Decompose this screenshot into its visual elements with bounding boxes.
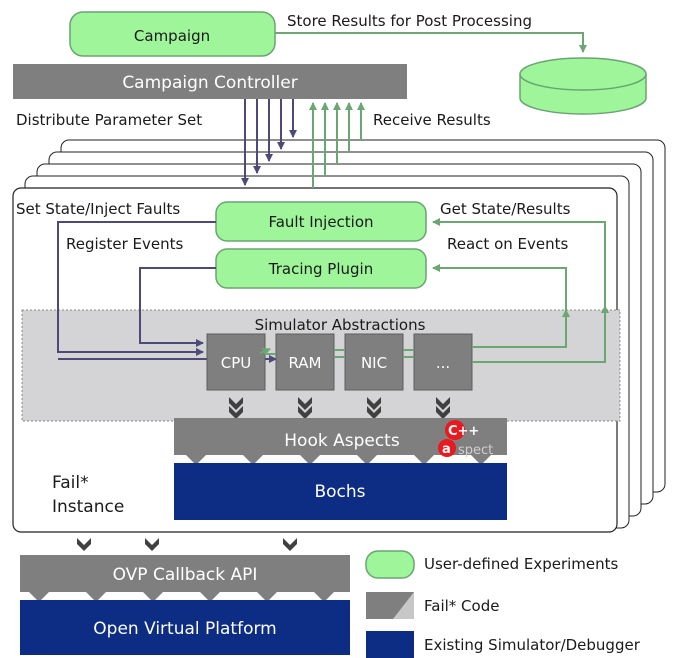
ovp-callback-api: OVP Callback API bbox=[20, 555, 350, 602]
component-hook-chevrons bbox=[229, 397, 450, 419]
results-database-icon bbox=[519, 57, 647, 115]
bochs-label: Bochs bbox=[314, 482, 365, 502]
hook-aspects: Hook Aspects bbox=[174, 418, 507, 465]
ovp-callback-api-label: OVP Callback API bbox=[113, 565, 258, 585]
campaign-controller-label: Campaign Controller bbox=[122, 73, 297, 93]
receive-arrows bbox=[309, 102, 365, 188]
open-virtual-platform: Open Virtual Platform bbox=[20, 600, 350, 655]
legend-existing-sim-label: Existing Simulator/Debugger bbox=[424, 636, 641, 654]
more-label: ... bbox=[436, 354, 450, 372]
legend-existing-sim: Existing Simulator/Debugger bbox=[366, 631, 641, 658]
legend-user-defined-label: User-defined Experiments bbox=[424, 555, 619, 573]
ram-label: RAM bbox=[288, 354, 321, 372]
store-results-edge: Store Results for Post Processing bbox=[275, 12, 587, 53]
hook-aspects-label: Hook Aspects bbox=[284, 431, 400, 451]
fail-instance-label-line2: Instance bbox=[52, 497, 124, 517]
green-flow-arrows bbox=[259, 218, 609, 363]
register-events-label: Register Events bbox=[66, 235, 183, 253]
fault-injection-label: Fault Injection bbox=[268, 213, 373, 231]
tracing-plugin-node: Tracing Plugin bbox=[215, 248, 427, 289]
aspectc-logo: C++ a spect bbox=[438, 420, 493, 458]
tracing-plugin-label: Tracing Plugin bbox=[268, 260, 373, 278]
legend: User-defined Experiments Fail* Code Exis… bbox=[365, 550, 641, 658]
react-events-label: React on Events bbox=[447, 235, 568, 253]
fault-injection-node: Fault Injection bbox=[215, 201, 427, 242]
nic-label: NIC bbox=[361, 354, 387, 372]
simulator-abstractions-label: Simulator Abstractions bbox=[255, 316, 426, 334]
component-more: ... bbox=[413, 333, 473, 391]
svg-text:C++: C++ bbox=[448, 424, 479, 439]
campaign-node: Campaign bbox=[69, 11, 276, 57]
receive-results-label: Receive Results bbox=[373, 111, 491, 129]
set-state-label: Set State/Inject Faults bbox=[16, 200, 180, 218]
legend-fail-code-label: Fail* Code bbox=[424, 597, 499, 615]
store-results-label: Store Results for Post Processing bbox=[287, 12, 532, 30]
distribute-params-label: Distribute Parameter Set bbox=[16, 111, 202, 129]
svg-text:spect: spect bbox=[458, 443, 493, 458]
component-ram: RAM bbox=[275, 333, 335, 391]
get-state-label: Get State/Results bbox=[440, 200, 571, 218]
open-virtual-platform-label: Open Virtual Platform bbox=[93, 619, 276, 639]
legend-user-defined: User-defined Experiments bbox=[365, 550, 619, 579]
cpu-label: CPU bbox=[221, 354, 252, 372]
bochs: Bochs bbox=[174, 463, 507, 520]
fail-instance-label-line1: Fail* bbox=[52, 473, 89, 493]
distribute-arrows bbox=[241, 99, 297, 186]
legend-fail-code: Fail* Code bbox=[366, 592, 499, 619]
component-cpu: CPU bbox=[206, 333, 266, 391]
svg-text:a: a bbox=[442, 442, 451, 457]
component-nic: NIC bbox=[344, 333, 404, 391]
campaign-label: Campaign bbox=[134, 27, 210, 45]
campaign-controller: Campaign Controller bbox=[13, 64, 407, 99]
instance-ovp-chevrons bbox=[77, 538, 297, 551]
